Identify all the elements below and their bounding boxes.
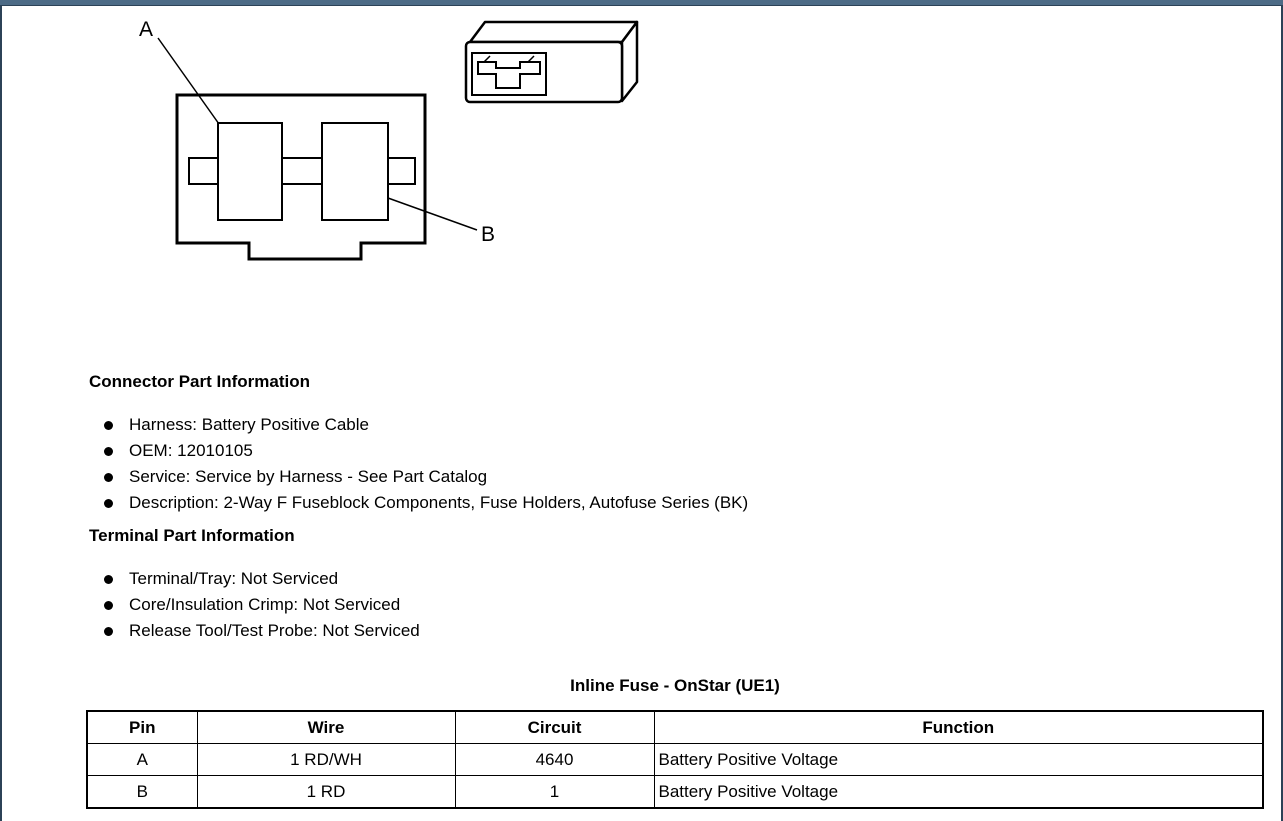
callout-a-label: A — [139, 18, 153, 41]
table-row: A 1 RD/WH 4640 Battery Positive Voltage — [86, 743, 1264, 776]
cell-pin: B — [86, 775, 198, 809]
cell-function: Battery Positive Voltage — [653, 775, 1264, 809]
cavity-b — [321, 122, 389, 221]
connector-info-heading: Connector Part Information — [89, 372, 311, 391]
list-item: Terminal/Tray: Not Serviced — [104, 566, 420, 592]
header-circuit: Circuit — [454, 710, 655, 744]
callout-b-label: B — [481, 223, 495, 246]
callout-b-leader — [387, 197, 478, 231]
list-item: Core/Insulation Crimp: Not Serviced — [104, 592, 420, 618]
cell-circuit: 4640 — [454, 743, 655, 776]
list-item: OEM: 12010105 — [104, 438, 748, 464]
list-item: Release Tool/Test Probe: Not Serviced — [104, 618, 420, 644]
header-wire: Wire — [196, 710, 456, 744]
cell-wire: 1 RD/WH — [196, 743, 456, 776]
header-function: Function — [653, 710, 1264, 744]
connector-info-list: Harness: Battery Positive Cable OEM: 120… — [104, 412, 748, 516]
table-row: B 1 RD 1 Battery Positive Voltage — [86, 775, 1264, 809]
list-item: Description: 2-Way F Fuseblock Component… — [104, 490, 748, 516]
pin-table-title: Inline Fuse - OnStar (UE1) — [570, 676, 780, 695]
terminal-info-list: Terminal/Tray: Not Serviced Core/Insulat… — [104, 566, 420, 644]
connector-diagram: A B — [139, 18, 639, 261]
window-top-border — [0, 0, 1283, 6]
cell-pin: A — [86, 743, 198, 776]
callout-a-leader — [157, 37, 220, 125]
cavity-a — [217, 122, 283, 221]
pin-table: Pin Wire Circuit Function A 1 RD/WH 4640… — [86, 710, 1264, 809]
header-pin: Pin — [86, 710, 198, 744]
connector-face-outline — [175, 93, 427, 261]
window-right-border — [1281, 5, 1283, 821]
connector-3d-illustration — [464, 20, 639, 104]
terminal-info-heading: Terminal Part Information — [89, 526, 295, 545]
cell-circuit: 1 — [454, 775, 655, 809]
cell-wire: 1 RD — [196, 775, 456, 809]
list-item: Harness: Battery Positive Cable — [104, 412, 748, 438]
list-item: Service: Service by Harness - See Part C… — [104, 464, 748, 490]
cell-function: Battery Positive Voltage — [653, 743, 1264, 776]
table-header-row: Pin Wire Circuit Function — [86, 710, 1264, 744]
window-left-border — [0, 5, 2, 821]
